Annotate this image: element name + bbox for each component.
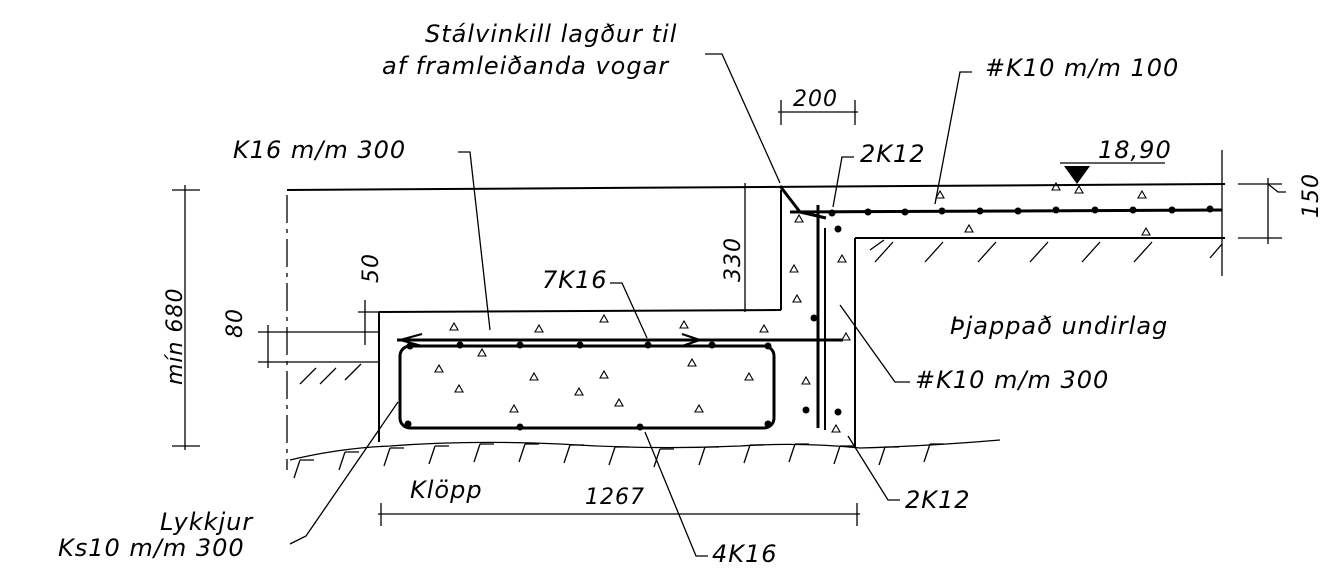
- concrete-aggregate: [434, 181, 1151, 433]
- label-bar-k16: K16 m/m 300: [233, 136, 406, 164]
- bar-sections: [404, 205, 1214, 431]
- dim-1267: 1267: [585, 485, 645, 510]
- label-7k16: 7K16: [542, 266, 608, 294]
- label-mesh-top: #K10 m/m 100: [985, 54, 1179, 82]
- dim-50: 50: [359, 253, 384, 283]
- leader-lines: [289, 53, 972, 557]
- dim-80: 80: [223, 308, 248, 338]
- dim-200: 200: [793, 87, 838, 112]
- dim-330: 330: [721, 237, 746, 282]
- footing-stirrup-cage: [398, 344, 776, 430]
- annotations: Stálvinkill lagður til af framleiðanda v…: [58, 20, 1324, 568]
- steel-angle: [778, 185, 827, 220]
- ground-line: [289, 239, 1223, 479]
- label-steel-angle-line1: Stálvinkill lagður til: [425, 20, 677, 48]
- slab-mesh-bar: [789, 208, 1223, 214]
- label-steel-angle-line2: af framleiðanda vogar: [382, 52, 670, 80]
- label-2k12-top: 2K12: [860, 140, 926, 168]
- dim-150: 150: [1299, 173, 1324, 218]
- label-rock: Klöpp: [410, 476, 483, 504]
- reinforcement: [397, 185, 1223, 431]
- concrete-outline: [286, 150, 1226, 448]
- label-4k16: 4K16: [712, 540, 778, 568]
- label-loops-line1: Lykkjur: [160, 508, 254, 536]
- label-loops-line2: Ks10 m/m 300: [58, 534, 245, 562]
- label-compacted-base: Þjappað undirlag: [950, 312, 1168, 340]
- label-stirrups-k10: #K10 m/m 300: [915, 366, 1109, 394]
- label-2k12-bottom: 2K12: [905, 486, 971, 514]
- dim-680: mín 680: [163, 288, 188, 385]
- dimension-lines: [172, 100, 1286, 526]
- label-elevation: 18,90: [1098, 136, 1172, 164]
